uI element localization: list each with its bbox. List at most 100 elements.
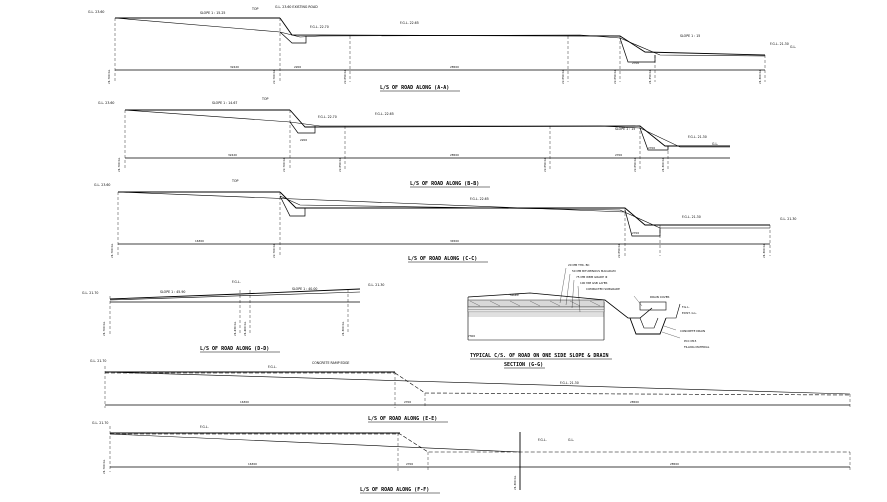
- svg-text:21.300 GL: 21.300 GL: [758, 69, 762, 84]
- svg-text:F.G.L.: F.G.L.: [538, 438, 547, 442]
- section-f-profile: G.L. 21.70 F.G.L. F.G.L. G.L. 16300 2700…: [92, 421, 851, 490]
- svg-text:DRAIN COVER: DRAIN COVER: [650, 295, 669, 299]
- svg-text:F.G.L. 21.30: F.G.L. 21.30: [770, 42, 789, 46]
- svg-text:L/S OF ROAD ALONG (B-B): L/S OF ROAD ALONG (B-B): [410, 181, 479, 187]
- svg-text:32420: 32420: [230, 65, 239, 69]
- svg-text:22.650 GL: 22.650 GL: [613, 69, 617, 84]
- svg-text:G.L. 21.70: G.L. 21.70: [92, 421, 108, 425]
- section-e-title: L/S OF ROAD ALONG (E-E): [368, 416, 448, 423]
- svg-text:SECTION (G-G): SECTION (G-G): [504, 362, 543, 368]
- svg-text:FILLING MATERIAL: FILLING MATERIAL: [684, 345, 710, 349]
- svg-text:TOP: TOP: [261, 97, 268, 101]
- svg-text:2700: 2700: [648, 146, 655, 150]
- svg-text:2700: 2700: [615, 153, 622, 157]
- svg-text:G.L.: G.L.: [568, 438, 574, 442]
- svg-text:F.G.L. 21.30: F.G.L. 21.30: [688, 135, 707, 139]
- svg-text:TYPICAL C/S. OF ROAD ON ONE SI: TYPICAL C/S. OF ROAD ON ONE SIDE SLOPE &…: [470, 353, 608, 359]
- svg-text:L/S OF ROAD ALONG (C-C): L/S OF ROAD ALONG (C-C): [408, 256, 477, 262]
- svg-text:F.G.L. 21.30: F.G.L. 21.30: [682, 215, 701, 219]
- svg-text:F.G.L. 22.65: F.G.L. 22.65: [375, 112, 394, 116]
- svg-text:TOP: TOP: [231, 179, 238, 183]
- svg-text:TOP: TOP: [251, 7, 258, 11]
- section-c-title: L/S OF ROAD ALONG (C-C): [408, 256, 488, 263]
- svg-text:SLOPE 1 : 15.25: SLOPE 1 : 15.25: [200, 11, 225, 15]
- svg-text:16300: 16300: [240, 400, 249, 404]
- svg-text:L/S OF ROAD ALONG (E-E): L/S OF ROAD ALONG (E-E): [368, 416, 437, 422]
- svg-text:G.L. 23.60: G.L. 23.60: [94, 183, 110, 187]
- svg-text:100 MM GSB LAYER: 100 MM GSB LAYER: [580, 281, 607, 285]
- svg-text:34500: 34500: [450, 239, 459, 243]
- svg-text:SLOPE 1 : 40.00: SLOPE 1 : 40.00: [292, 287, 317, 291]
- svg-text:2700: 2700: [632, 231, 639, 235]
- svg-text:21.300 GL: 21.300 GL: [661, 157, 665, 172]
- section-b-profile: G.L. 23.60 SLOPE 1 : 14.67 TOP F.G.L. 22…: [98, 97, 730, 172]
- svg-text:28500: 28500: [450, 153, 459, 157]
- svg-text:21.700 GL: 21.700 GL: [102, 459, 106, 474]
- svg-text:F.G.L.: F.G.L.: [682, 305, 690, 309]
- svg-text:SLOPE 1 : 45.90: SLOPE 1 : 45.90: [160, 290, 185, 294]
- svg-text:21.700 GL: 21.700 GL: [102, 321, 106, 336]
- section-b-title: L/S OF ROAD ALONG (B-B): [410, 181, 490, 188]
- svg-text:16300: 16300: [195, 239, 204, 243]
- svg-text:L/S OF ROAD ALONG (A-A): L/S OF ROAD ALONG (A-A): [380, 85, 449, 91]
- svg-text:21.300 GL: 21.300 GL: [341, 321, 345, 336]
- svg-text:CONCRETE RAMP EDGE: CONCRETE RAMP EDGE: [312, 361, 349, 365]
- svg-text:22.650 GL: 22.650 GL: [617, 243, 621, 258]
- svg-text:SLOPE 1 : 15: SLOPE 1 : 15: [680, 34, 700, 38]
- svg-text:22.700 GL: 22.700 GL: [272, 69, 276, 84]
- svg-text:L/S OF ROAD ALONG (D-D): L/S OF ROAD ALONG (D-D): [200, 346, 269, 352]
- svg-text:SLOPE: SLOPE: [510, 293, 519, 297]
- svg-text:PCC M15: PCC M15: [684, 339, 697, 343]
- svg-text:20 MM THK. BC: 20 MM THK. BC: [568, 263, 589, 267]
- section-e-profile: G.L. 21.70 F.G.L. CONCRETE RAMP EDGE F.G…: [90, 359, 851, 408]
- svg-text:22.650 GL: 22.650 GL: [633, 157, 637, 172]
- svg-text:F.G.L.: F.G.L.: [268, 365, 277, 369]
- svg-text:2200: 2200: [300, 138, 307, 142]
- svg-text:28500: 28500: [630, 400, 639, 404]
- section-d-profile: G.L. 21.70 SLOPE 1 : 45.90 SLOPE 1 : 40.…: [82, 280, 384, 336]
- typical-cross-section: 20 MM THK. BC 50 MM BITUMINOUS MACADAM 7…: [467, 263, 710, 349]
- section-a-profile: G.L. 23.60 SLOPE 1 : 15.25 TOP G.L. 23.6…: [88, 5, 796, 84]
- svg-text:22.650 GL: 22.650 GL: [561, 69, 565, 84]
- svg-text:21.700 GL: 21.700 GL: [107, 69, 111, 84]
- svg-text:22.650 GL: 22.650 GL: [543, 157, 547, 172]
- section-f-title: L/S OF ROAD ALONG (F-F): [360, 487, 440, 494]
- svg-text:F.G.L. 22.70: F.G.L. 22.70: [318, 115, 337, 119]
- svg-text:21.700 GL: 21.700 GL: [110, 243, 114, 258]
- svg-text:28500: 28500: [450, 65, 459, 69]
- svg-text:SLOPE 1 : 14.67: SLOPE 1 : 14.67: [212, 101, 237, 105]
- section-d-title: L/S OF ROAD ALONG (D-D): [200, 346, 280, 353]
- svg-text:F.G.L.: F.G.L.: [200, 425, 209, 429]
- svg-text:75 MM WBM GRADE III: 75 MM WBM GRADE III: [576, 275, 608, 279]
- svg-text:F.G.L. 21.30: F.G.L. 21.30: [560, 381, 579, 385]
- svg-text:21.430 GL: 21.430 GL: [233, 321, 237, 336]
- svg-text:F.G.L. 22.70: F.G.L. 22.70: [310, 25, 329, 29]
- svg-text:G.L. 21.30: G.L. 21.30: [780, 217, 796, 221]
- svg-text:22.650 GL: 22.650 GL: [343, 69, 347, 84]
- svg-text:22.700 GL: 22.700 GL: [272, 243, 276, 258]
- svg-text:21.400 GL: 21.400 GL: [243, 321, 247, 336]
- svg-text:G.L. 21.70: G.L. 21.70: [90, 359, 106, 363]
- svg-text:32420: 32420: [228, 153, 237, 157]
- typical-section-title: TYPICAL C/S. OF ROAD ON ONE SIDE SLOPE &…: [470, 353, 612, 369]
- svg-text:50 MM BITUMINOUS MACADAM: 50 MM BITUMINOUS MACADAM: [572, 269, 616, 273]
- svg-text:22.700 GL: 22.700 GL: [282, 157, 286, 172]
- svg-text:F.G.L. 22.65: F.G.L. 22.65: [400, 21, 419, 25]
- svg-text:G.L. 23.60: G.L. 23.60: [98, 101, 114, 105]
- svg-text:2200: 2200: [294, 65, 301, 69]
- svg-text:28500: 28500: [670, 462, 679, 466]
- svg-text:21.350 GL: 21.350 GL: [648, 69, 652, 84]
- svg-text:L/S OF ROAD ALONG (F-F): L/S OF ROAD ALONG (F-F): [360, 487, 429, 493]
- svg-text:2700: 2700: [406, 462, 413, 466]
- svg-text:G.L. 21.70: G.L. 21.70: [82, 291, 98, 295]
- svg-text:SLOPE 1 : 15: SLOPE 1 : 15: [615, 127, 635, 131]
- svg-text:16300: 16300: [248, 462, 257, 466]
- svg-text:21.300 GL: 21.300 GL: [762, 243, 766, 258]
- svg-text:CONCRETE DRAIN: CONCRETE DRAIN: [680, 329, 705, 333]
- svg-text:7300: 7300: [468, 334, 475, 338]
- svg-text:G.L.: G.L.: [712, 142, 718, 146]
- svg-text:21.700 GL: 21.700 GL: [117, 157, 121, 172]
- svg-text:EXIST. G.L.: EXIST. G.L.: [682, 311, 697, 315]
- svg-text:22.650 GL: 22.650 GL: [338, 157, 342, 172]
